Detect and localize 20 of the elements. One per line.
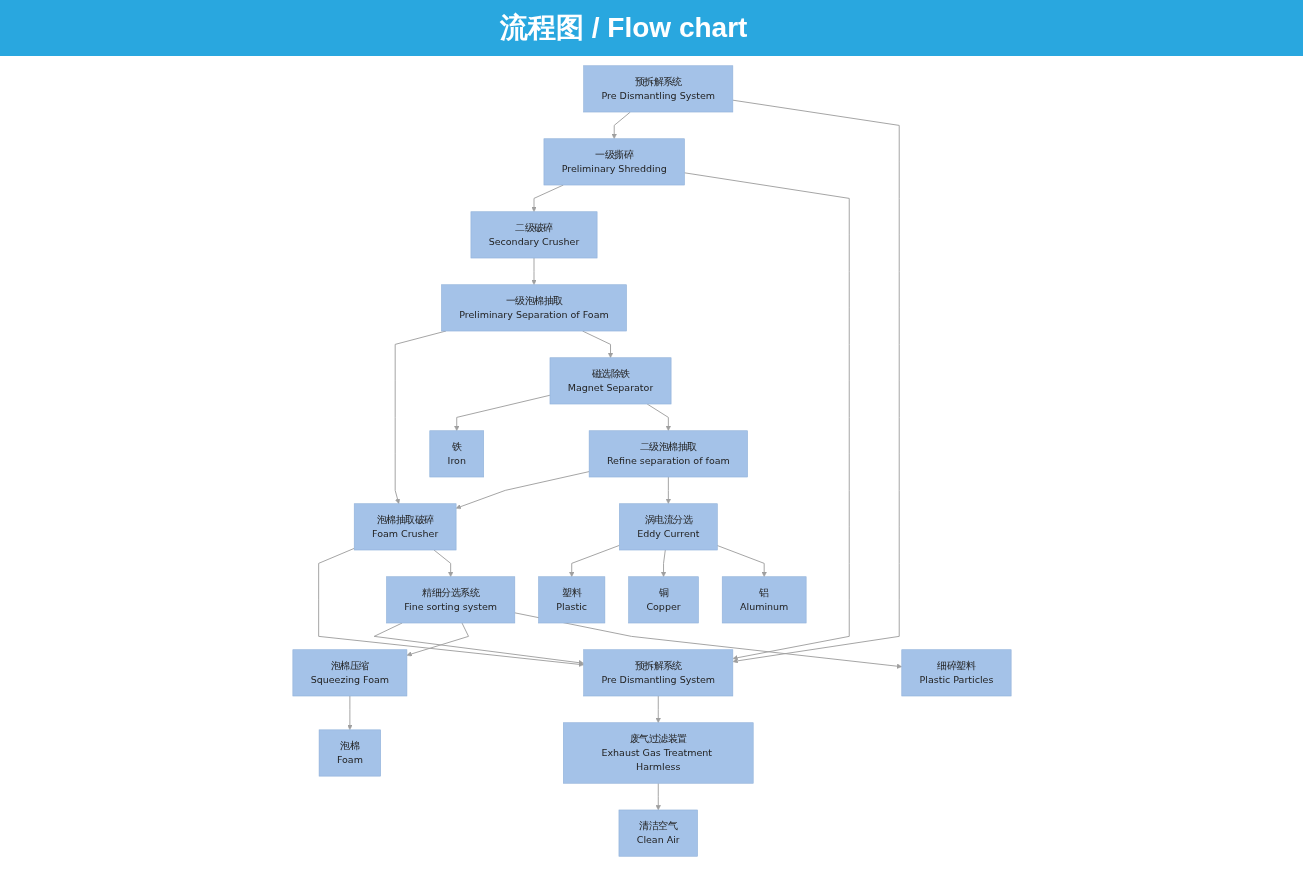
node-box: 预拆解系统 Pre Dismantling System	[582, 649, 733, 697]
node-box: 泡棉抽取破碎 Foam Crusher	[353, 503, 456, 551]
node-box: 二级泡棉抽取 Refine separation of foam	[588, 430, 748, 478]
node-box: 废气过滤装置 Exhaust Gas Treatment Harmless	[562, 722, 753, 784]
node-box: 铜 Copper	[627, 576, 699, 624]
node-box: 涡电流分选 Eddy Current	[618, 503, 718, 551]
title: 流程图 / Flow chart	[500, 11, 748, 45]
node-box: 泡棉 Foam	[318, 729, 381, 777]
node-box: 预拆解系统 Pre Dismantling System	[582, 65, 733, 113]
node-box: 铁 Iron	[429, 430, 484, 478]
node-box: 细碎塑料 Plastic Particles	[900, 649, 1011, 697]
node-box: 铝 Aluminum	[721, 576, 806, 624]
node-box: 二级破碎 Secondary Crusher	[470, 211, 597, 259]
node-box: 泡棉压缩 Squeezing Foam	[292, 649, 407, 697]
node-box: 精细分选系统 Fine sorting system	[385, 576, 515, 624]
node-box: 一级泡棉抽取 Preliminary Separation of Foam	[440, 284, 627, 332]
node-box: 一级撕碎 Preliminary Shredding	[543, 138, 685, 186]
node-box: 磁选除铁 Magnet Separator	[549, 357, 671, 405]
node-box: 清洁空气 Clean Air	[618, 809, 698, 857]
node-box: 塑料 Plastic	[537, 576, 605, 624]
